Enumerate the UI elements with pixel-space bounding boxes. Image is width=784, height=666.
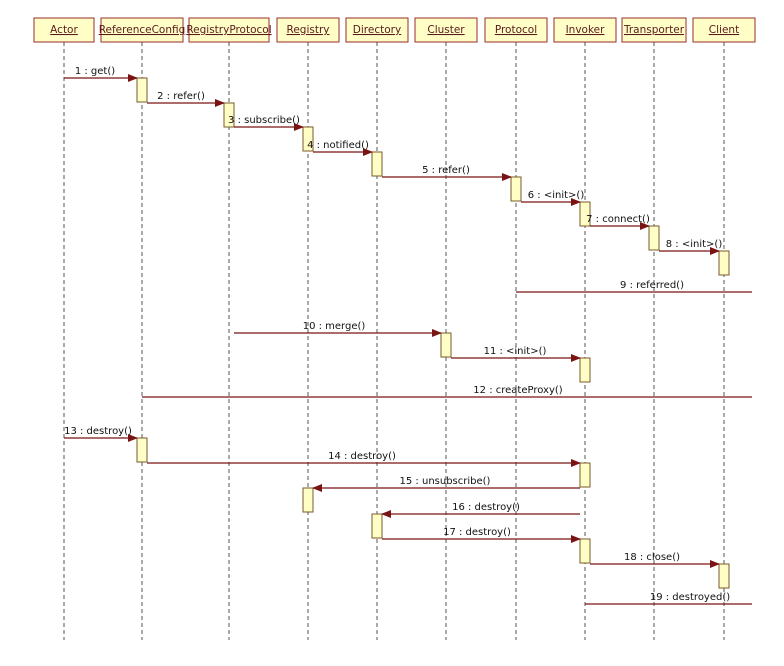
lifeline-directory: Directory <box>345 17 409 640</box>
messages: 1 : get() 2 : refer() 3 : subscribe() 4 : n… <box>64 66 752 605</box>
lifeline-transporter: Transporter <box>621 17 687 640</box>
message-3: 3 : subscribe() <box>228 115 304 131</box>
message-13: 13 : destroy() <box>64 426 138 442</box>
lifeline-actor: Actor <box>33 17 95 640</box>
lifeline-header-box <box>100 17 184 43</box>
lifeline-name: Protocol <box>495 24 537 36</box>
message-label: 9 : referred() <box>620 280 684 291</box>
message-label: 10 : merge() <box>303 321 366 332</box>
lifeline-referenceconfig: ReferenceConfig <box>99 17 186 640</box>
lifeline-header-box <box>276 17 340 43</box>
lifeline-header-box <box>484 17 548 43</box>
lifeline-header-box <box>553 17 617 43</box>
message-2: 2 : refer() <box>147 91 225 107</box>
message-label: 1 : get() <box>75 66 115 77</box>
activation-bar <box>718 250 730 276</box>
lifeline-cluster: Cluster <box>414 17 478 640</box>
message-label: 7 : connect() <box>586 214 650 225</box>
message-label: 2 : refer() <box>157 91 205 102</box>
lifeline-header-box <box>188 17 270 43</box>
lifeline-header-box <box>33 17 95 43</box>
message-15: 15 : unsubscribe() <box>312 476 580 492</box>
lifeline-name: Registry <box>287 24 330 36</box>
activation-bars <box>136 77 730 589</box>
activation-bar <box>302 487 314 513</box>
message-6: 6 : <init>() <box>521 190 585 206</box>
activation-bar <box>579 462 591 488</box>
message-10: 10 : merge() <box>234 321 442 337</box>
activation-bar <box>579 538 591 564</box>
lifeline-name: Directory <box>353 24 401 36</box>
activation-bar <box>302 126 314 152</box>
message-19: 19 : destroyed() <box>585 592 752 605</box>
activation-bar <box>371 151 383 177</box>
activation-bar <box>136 77 148 103</box>
message-1: 1 : get() <box>64 66 138 82</box>
lifeline-header-box <box>414 17 478 43</box>
message-12: 12 : createProxy() <box>142 385 752 398</box>
message-9: 9 : referred() <box>516 280 752 293</box>
message-label: 17 : destroy() <box>443 527 511 538</box>
message-label: 5 : refer() <box>422 165 470 176</box>
message-11: 11 : <init>() <box>451 346 581 362</box>
message-label: 11 : <init>() <box>484 346 547 357</box>
message-17: 17 : destroy() <box>382 527 581 543</box>
message-label: 8 : <init>() <box>666 239 723 250</box>
lifeline-header-box <box>621 17 687 43</box>
lifeline-invoker: Invoker <box>553 17 617 640</box>
message-label: 13 : destroy() <box>64 426 132 437</box>
lifeline-header-box <box>345 17 409 43</box>
activation-bar <box>510 176 522 202</box>
message-14: 14 : destroy() <box>147 451 581 467</box>
activation-bar <box>648 225 660 251</box>
message-label: 16 : destroy() <box>452 502 520 513</box>
message-label: 12 : createProxy() <box>473 385 562 396</box>
message-4: 4 : notified() <box>307 140 373 156</box>
lifeline-name: Cluster <box>427 24 465 36</box>
message-label: 6 : <init>() <box>528 190 585 201</box>
message-5: 5 : refer() <box>382 165 512 181</box>
activation-bar <box>579 357 591 383</box>
message-label: 19 : destroyed() <box>650 592 730 603</box>
lifeline-name: Invoker <box>566 24 606 36</box>
lifeline-name: Client <box>709 24 739 36</box>
lifeline-name: Actor <box>50 24 78 36</box>
activation-bar <box>136 437 148 463</box>
message-8: 8 : <init>() <box>659 239 723 255</box>
message-label: 4 : notified() <box>307 140 369 151</box>
activation-bar <box>371 513 383 539</box>
message-18: 18 : close() <box>590 552 720 568</box>
activation-bar <box>718 563 730 589</box>
lifeline-header-box <box>692 17 756 43</box>
lifeline-client: Client <box>692 17 756 640</box>
message-label: 18 : close() <box>624 552 680 563</box>
activation-bar <box>440 332 452 358</box>
lifeline-registryprotocol: RegistryProtocol <box>186 17 272 640</box>
lifeline-protocol: Protocol <box>484 17 548 640</box>
message-label: 15 : unsubscribe() <box>400 476 491 487</box>
message-label: 3 : subscribe() <box>228 115 300 126</box>
lifeline-name: Transporter <box>623 24 685 36</box>
message-label: 14 : destroy() <box>328 451 396 462</box>
activation-bar <box>579 201 591 227</box>
lifeline-name: RegistryProtocol <box>186 24 271 36</box>
lifeline-name: ReferenceConfig <box>99 24 186 36</box>
message-7: 7 : connect() <box>586 214 650 230</box>
activation-bar <box>223 102 235 128</box>
message-16: 16 : destroy() <box>381 502 580 518</box>
